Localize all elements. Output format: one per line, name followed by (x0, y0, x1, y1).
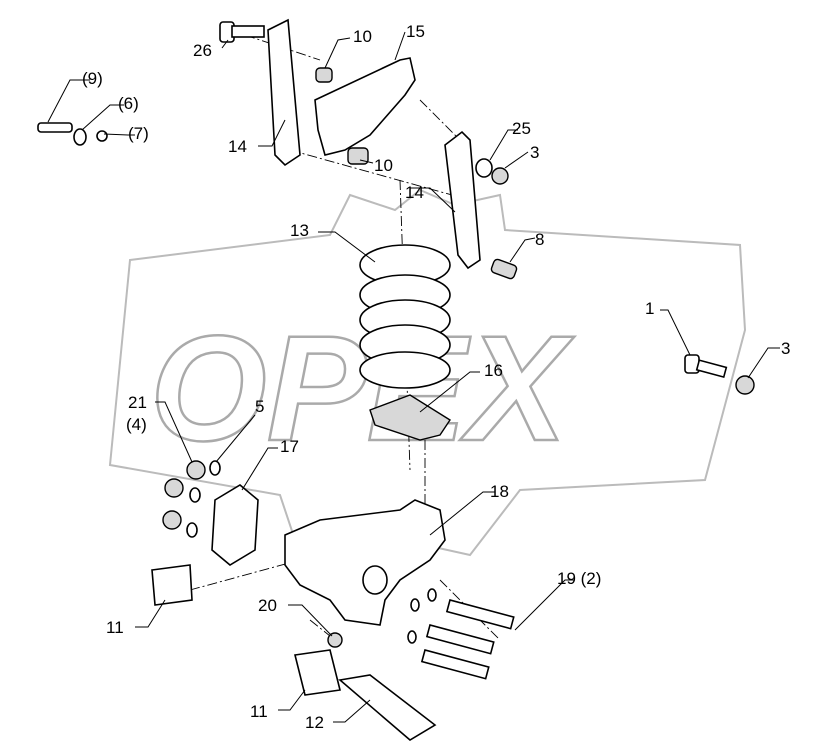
link-14-right (444, 130, 481, 270)
label-14-right: 14 (405, 183, 424, 202)
spring-seat-16 (369, 394, 451, 441)
opex-watermark: OPEX (108, 188, 747, 562)
bolt-1 (684, 354, 728, 379)
label-4: (4) (126, 415, 147, 434)
bushing-11-left (151, 564, 193, 606)
label-11-left: 11 (106, 618, 124, 637)
label-11-bottom: 11 (250, 702, 268, 721)
label-7: (7) (128, 124, 149, 143)
washer-25 (475, 158, 493, 178)
label-26: 26 (193, 41, 212, 60)
bushing-11-bottom (294, 649, 341, 696)
label-8: 8 (535, 230, 544, 249)
bushing-10-bottom (347, 147, 369, 165)
label-25: 25 (512, 119, 531, 138)
bracket-15 (314, 57, 416, 156)
label-20: 20 (258, 596, 277, 615)
nut-3-right (735, 375, 755, 395)
label-18: 18 (490, 482, 509, 501)
label-3-right: 3 (781, 339, 790, 358)
spring-13 (359, 244, 451, 389)
label-10-top: 10 (353, 27, 372, 46)
nut-3-top (491, 167, 509, 185)
callout-labels: 26 10 15 (9) (6) (7) 14 10 25 3 14 13 8 … (82, 22, 790, 732)
label-13: 13 (290, 221, 309, 240)
label-16: 16 (484, 361, 503, 380)
label-10-bottom: 10 (374, 156, 393, 175)
arm-18 (284, 499, 446, 626)
label-1: 1 (645, 299, 654, 318)
link-14-left (267, 18, 301, 167)
nuts-washers-21-5 (162, 460, 221, 538)
label-3-top: 3 (530, 143, 539, 162)
label-6: (6) (118, 94, 139, 113)
label-21: 21 (128, 393, 147, 412)
label-5: 5 (255, 397, 264, 416)
label-15: 15 (406, 22, 425, 41)
leader-lines (47, 31, 780, 723)
nut-20 (327, 632, 343, 648)
label-12: 12 (305, 713, 324, 732)
arm-bore (362, 565, 388, 595)
plate-17 (211, 484, 259, 566)
label-14-left: 14 (228, 137, 247, 156)
label-17: 17 (280, 437, 299, 456)
pin-8 (490, 258, 518, 280)
label-9: (9) (82, 69, 103, 88)
bolts-19 (407, 588, 515, 680)
label-19-2: 19 (2) (557, 569, 601, 588)
bushing-10-top (315, 67, 333, 83)
pin-12 (338, 674, 437, 741)
watermark-text: OPEX (150, 304, 575, 472)
bolt-26 (219, 21, 265, 43)
pin-9-washer-nut (37, 122, 108, 146)
